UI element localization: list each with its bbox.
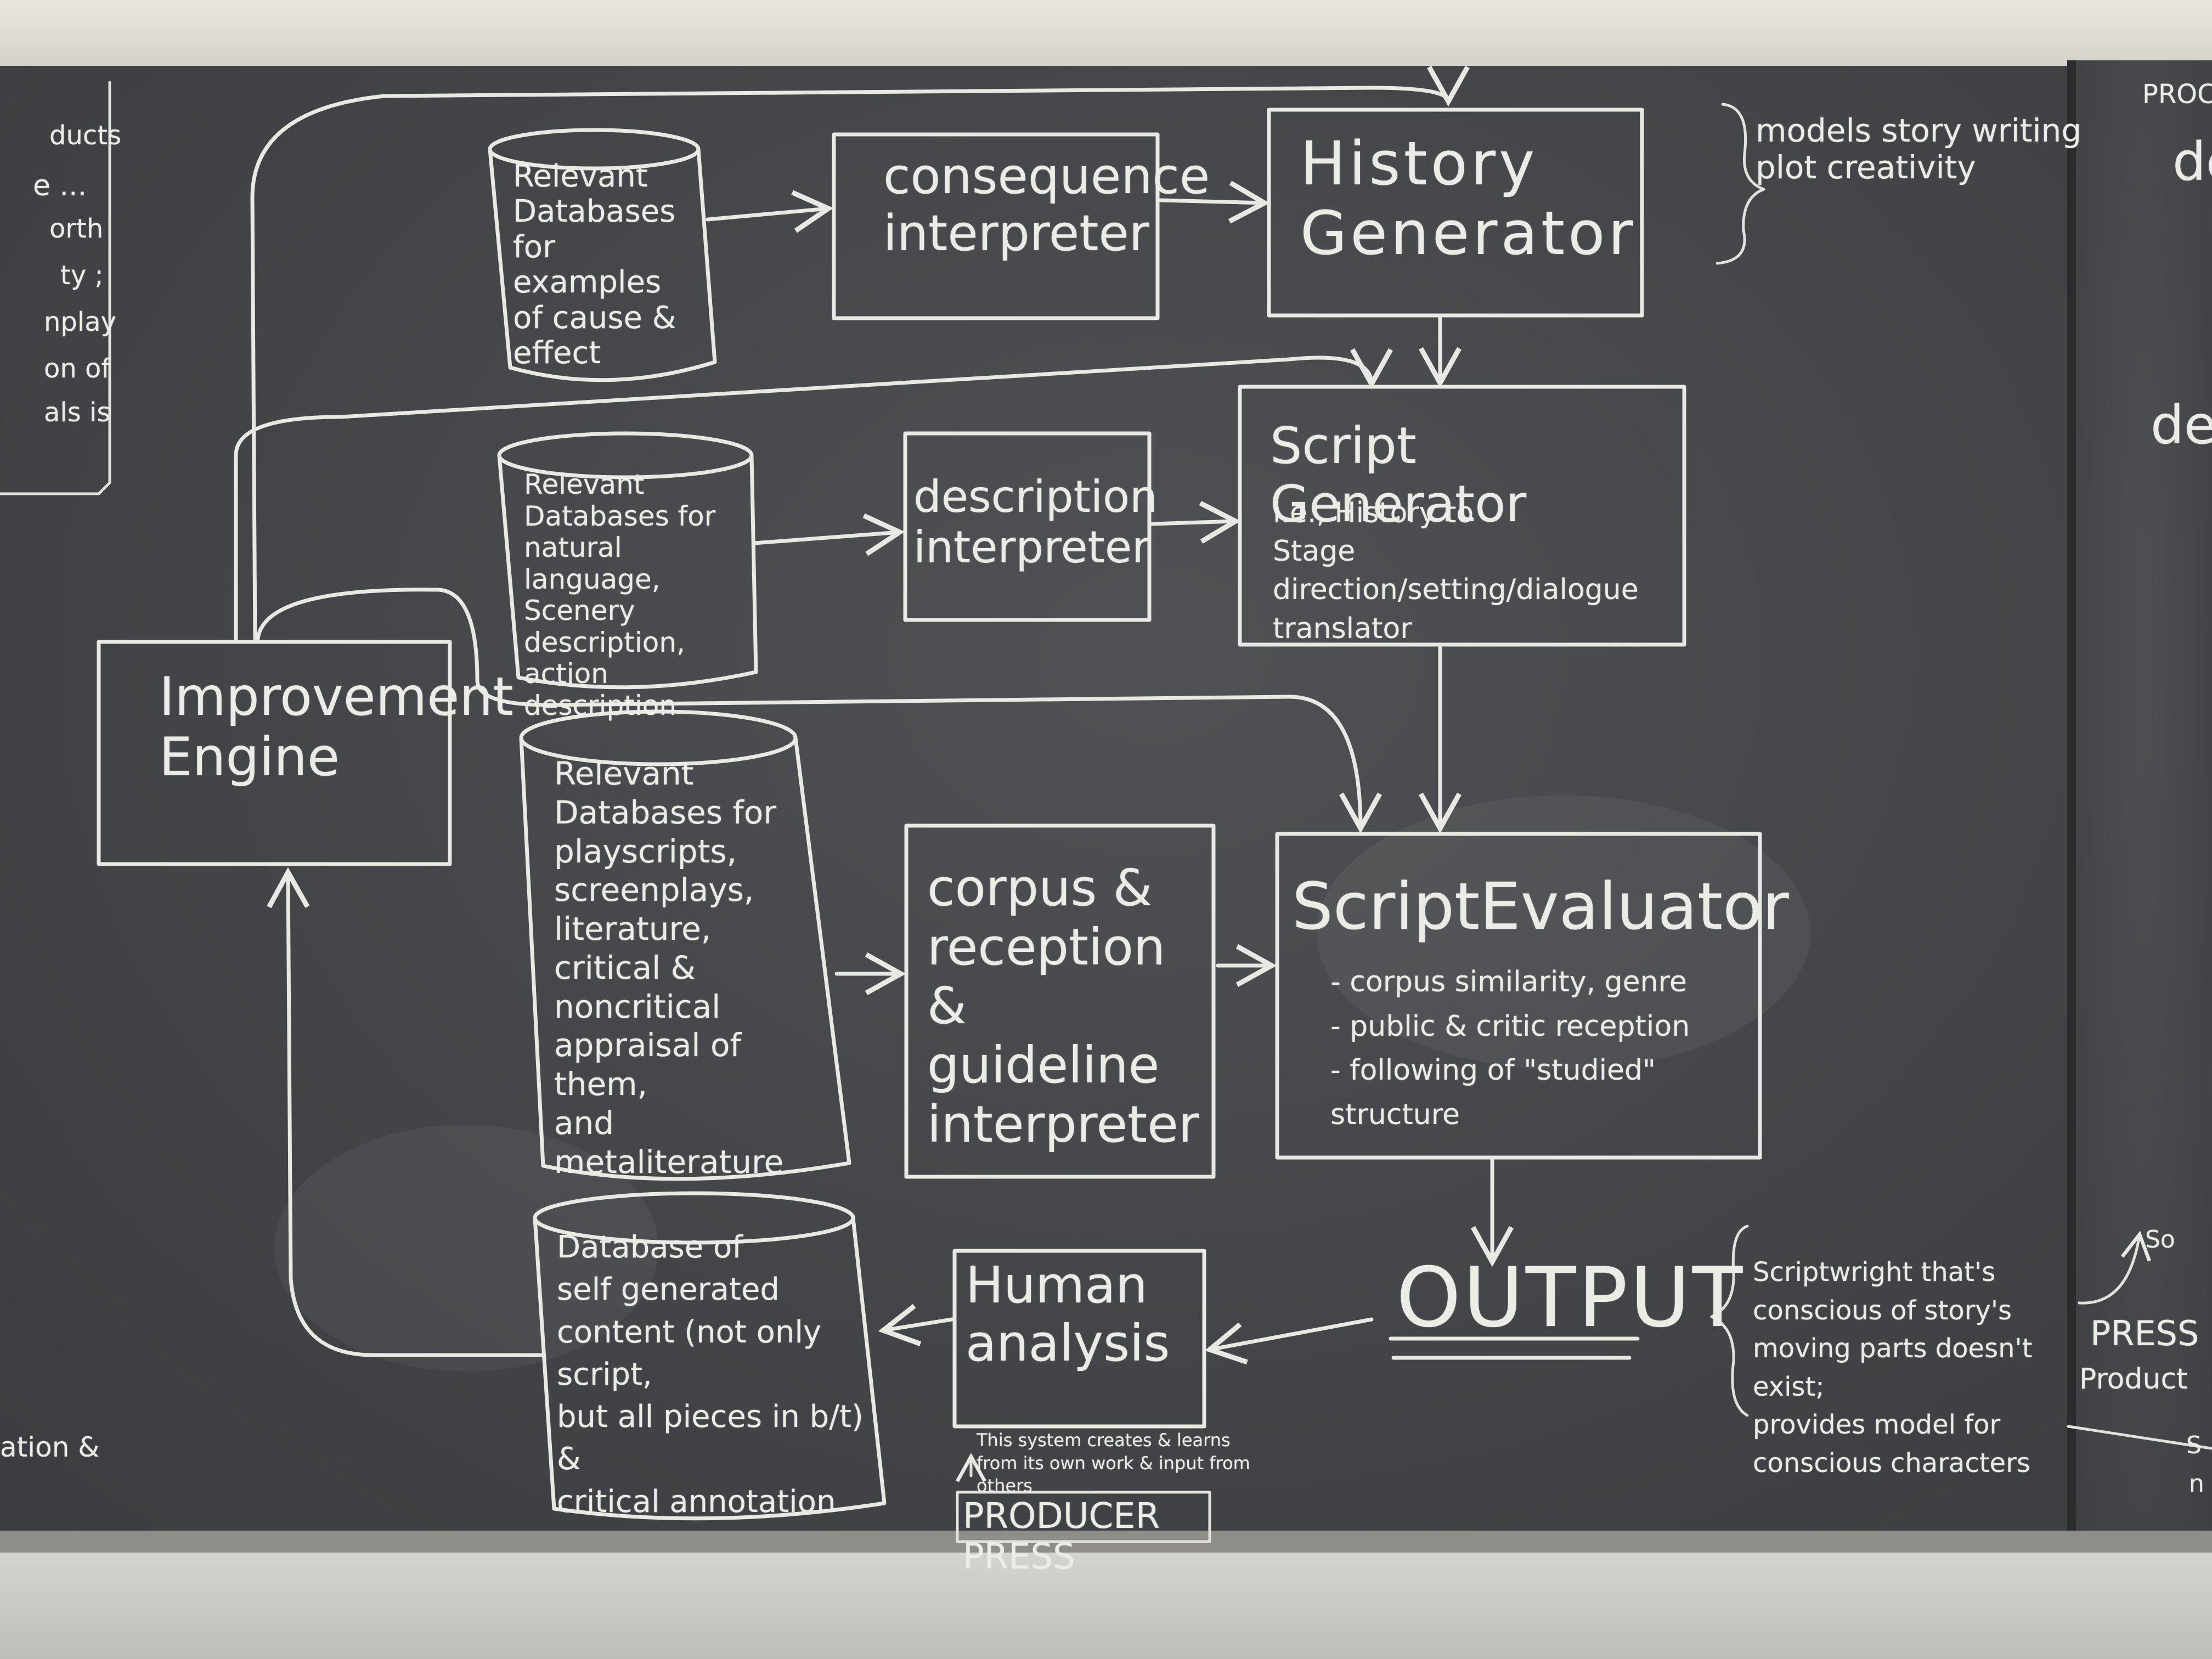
improvement-engine-label: Improvement Engine — [159, 666, 514, 788]
db-playscripts-shape — [519, 709, 851, 1181]
db-cause-effect-label: Relevant Databases for examples of cause… — [513, 159, 676, 371]
chalkboard-right-panel — [2074, 60, 2212, 1531]
db-cause-effect-shape — [488, 128, 717, 382]
erased-smudge — [274, 1125, 658, 1372]
human-analysis-label: Human analysis — [966, 1256, 1170, 1373]
right-fragment: de — [2151, 394, 2212, 456]
script-evaluator-title: ScriptEvaluator — [1292, 868, 1789, 944]
arrow-db-to-consequence — [706, 190, 834, 233]
left-fragment: nplay — [44, 307, 117, 337]
output-note: Scriptwright that's conscious of story's… — [1753, 1257, 2033, 1479]
left-fragment: ty ; — [60, 260, 104, 291]
arrow-description-to-script-gen — [1150, 501, 1241, 544]
chalkboard — [0, 66, 2096, 1536]
db-natural-language-shape — [497, 431, 758, 690]
improvement-engine-box — [97, 640, 452, 866]
arrow-improvement-to-evaluator — [256, 588, 1382, 834]
db-natural-language-label: Relevant Databases for natural language,… — [524, 469, 716, 721]
right-fragment: S — [2186, 1431, 2202, 1459]
db-playscripts-label: Relevant Databases for playscripts, scre… — [554, 755, 784, 1181]
right-fragment: PRESS — [2090, 1313, 2199, 1353]
left-fragment: ation & — [0, 1431, 100, 1463]
corpus-interpreter-label: corpus & reception & guideline interpret… — [927, 859, 1199, 1154]
db-self-generated-label: Database of self generated content (not … — [557, 1229, 864, 1520]
right-fragment: PROC — [2142, 79, 2212, 110]
arrow-human-to-db — [878, 1304, 954, 1346]
human-analysis-box — [952, 1249, 1206, 1429]
right-fragment: de — [2172, 131, 2212, 193]
arrow-consequence-to-history — [1158, 180, 1270, 224]
consequence-interpreter-box — [832, 132, 1160, 320]
producer-press-box — [956, 1491, 1211, 1543]
system-note: This system creates & learns from its ow… — [977, 1430, 1250, 1497]
right-board-arrow-up — [2078, 1231, 2151, 1305]
arrow-improvement-to-history — [250, 65, 1470, 641]
board-seam — [2067, 60, 2076, 1542]
left-panel-edge — [0, 81, 111, 495]
arrow-db-to-improvement — [267, 867, 545, 1357]
left-fragment: orth — [49, 213, 104, 244]
corpus-interpreter-box — [904, 823, 1216, 1179]
left-fragment: als is — [44, 397, 111, 428]
erased-smudge — [1317, 795, 1810, 1070]
history-note: models story writing plot creativity — [1756, 112, 2082, 186]
script-evaluator-box — [1275, 832, 1762, 1160]
output-label: OUTPUT — [1396, 1250, 1745, 1346]
description-interpreter-box — [903, 431, 1152, 622]
history-generator-label: History Generator — [1300, 128, 1637, 268]
left-fragment: ducts — [49, 120, 122, 151]
left-fragment: e ... — [33, 170, 87, 202]
right-fragment: So — [2145, 1226, 2175, 1254]
right-fragment: n — [2189, 1470, 2204, 1498]
db-self-generated-shape — [533, 1191, 887, 1521]
script-generator-body: i.e., History to Stage direction/setting… — [1273, 496, 1639, 645]
history-brace — [1716, 103, 1765, 265]
consequence-interpreter-label: consequence interpreter — [883, 148, 1210, 262]
right-board-line — [2067, 1425, 2212, 1450]
script-evaluator-body: - corpus similarity, genre - public & cr… — [1330, 966, 1690, 1131]
right-fragment: Product — [2079, 1363, 2188, 1396]
producer-press-label: PRODUCER PRESS — [963, 1496, 1160, 1577]
left-fragment: on of — [44, 353, 111, 384]
description-interpreter-label: description interpreter — [913, 471, 1158, 573]
arrow-output-to-human — [1204, 1317, 1374, 1365]
output-brace — [1710, 1224, 1749, 1417]
arrow-improvement-to-script-gen — [234, 348, 1393, 641]
script-generator-title: Script Generator — [1270, 416, 1527, 533]
arrow-db-to-description — [752, 513, 905, 556]
